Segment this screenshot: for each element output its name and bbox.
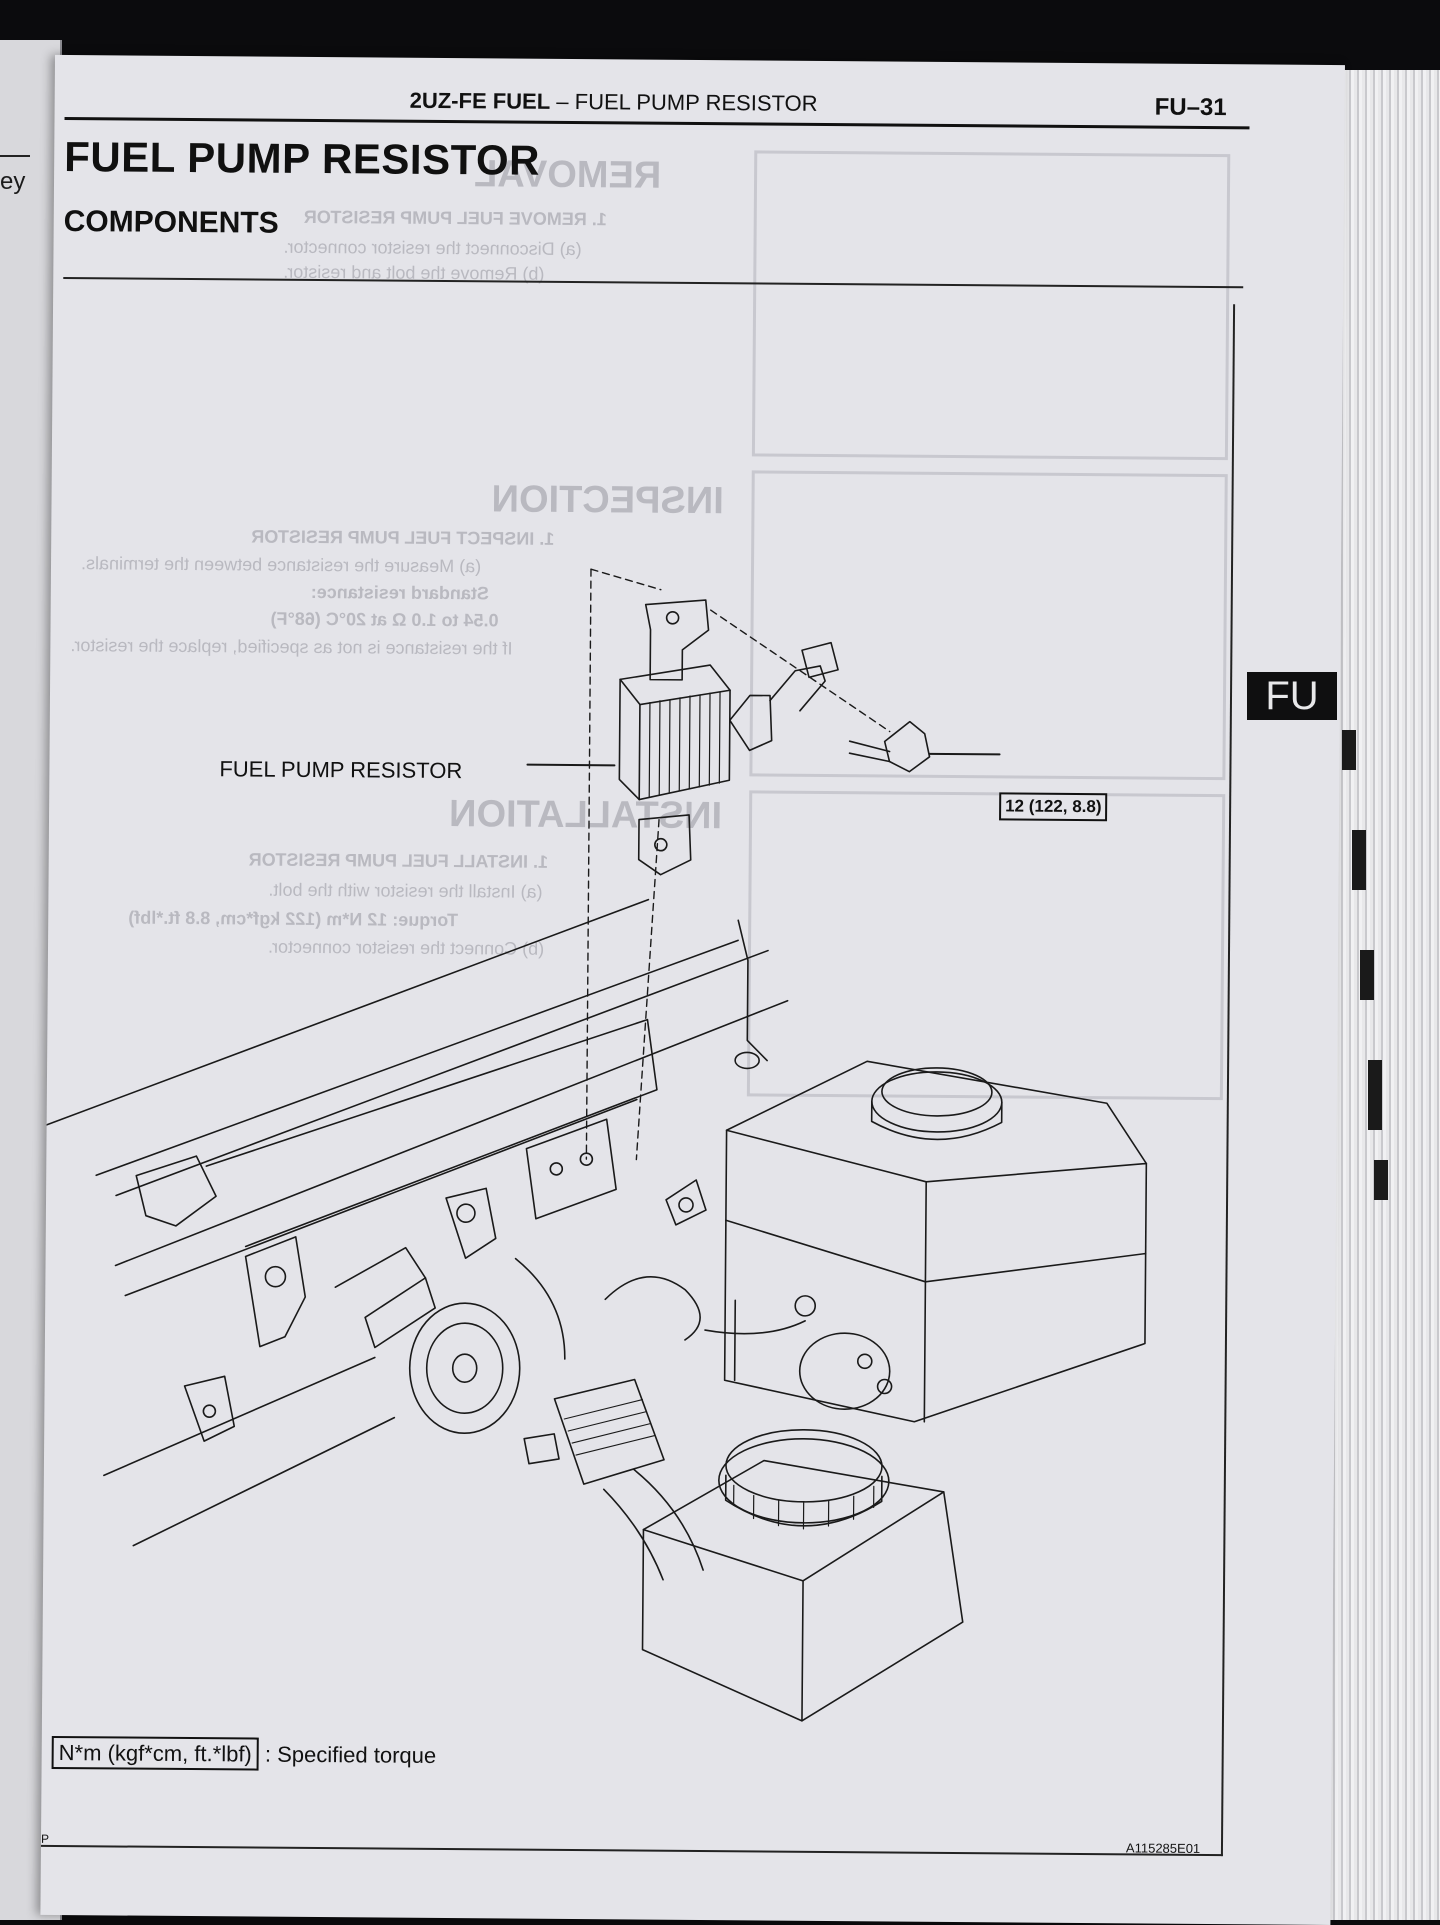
relay-box <box>524 1379 665 1485</box>
reservoir-tank <box>724 920 1148 1423</box>
torque-legend-text: : Specified torque <box>265 1742 436 1768</box>
page-number: FU–31 <box>1155 94 1227 123</box>
page-stack-mark <box>1352 830 1366 890</box>
left-page-rule <box>0 155 30 157</box>
mounting-bolt <box>849 721 999 772</box>
running-head-section: FUEL PUMP RESISTOR <box>575 89 818 116</box>
vehicle-frame <box>43 895 788 1551</box>
figure-corner-mark: P <box>41 1832 49 1846</box>
running-head: 2UZ-FE FUEL – FUEL PUMP RESISTOR <box>410 88 818 117</box>
ghost-removal-a: (a) Disconnect the resistor connector. <box>283 237 581 260</box>
ghost-removal-step: 1. REMOVE FUEL PUMP RESISTOR <box>304 207 607 230</box>
page-stack <box>1330 70 1440 1920</box>
page-stack-mark <box>1360 950 1374 1000</box>
left-page-edge-text: ey <box>0 168 25 196</box>
torque-legend: N*m (kgf*cm, ft.*lbf) : Specified torque <box>52 1740 437 1769</box>
page-stack-mark <box>1368 1060 1382 1130</box>
master-cylinder <box>664 1180 893 1410</box>
figure-code: A115285E01 <box>1126 1840 1200 1856</box>
washer-tank <box>642 1429 964 1723</box>
running-head-engine: 2UZ-FE FUEL <box>410 88 551 114</box>
page-title: FUEL PUMP RESISTOR <box>64 133 540 185</box>
resistor-body <box>619 664 730 800</box>
resistor-connector <box>730 642 839 751</box>
hoses <box>513 1259 806 1581</box>
resistor-leader <box>527 765 614 766</box>
manual-page: REMOVAL 1. REMOVE FUEL PUMP RESISTOR (a)… <box>40 55 1345 1925</box>
page-stack-mark <box>1374 1160 1388 1200</box>
rail-brackets <box>184 1116 617 1444</box>
running-head-dash: – <box>556 89 568 114</box>
components-figure: FUEL PUMP RESISTOR 12 (122, 8.8) N*m (kg… <box>41 295 1235 1856</box>
fuel-pump-resistor-label: FUEL PUMP RESISTOR <box>219 756 462 784</box>
section-tab-fu: FU <box>1247 672 1337 720</box>
bolt-torque-spec: 12 (122, 8.8) <box>999 792 1108 821</box>
header-rule <box>65 117 1250 129</box>
blower-unit <box>334 1247 520 1433</box>
page-stack-mark <box>1342 730 1356 770</box>
engine-bay-illustration <box>41 295 1233 1854</box>
subtitle-rule <box>63 277 1243 288</box>
section-subtitle: COMPONENTS <box>64 205 279 241</box>
torque-legend-units: N*m (kgf*cm, ft.*lbf) <box>52 1736 259 1771</box>
